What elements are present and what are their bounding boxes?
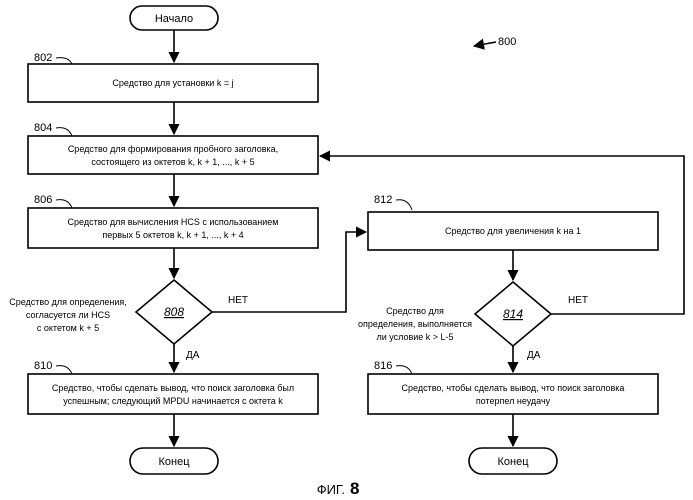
step-812-ref: 812 [374,194,392,206]
step-810: 810 Средство, чтобы сделать вывод, что п… [28,360,318,414]
decision-814-side-line-2: определения, выполняется [358,319,472,329]
decision-808-side-line-1: Средство для определения, [9,297,127,307]
start-terminal-label: Начало [155,13,193,25]
step-806-text-line-1: Средство для вычисления HCS с использова… [68,217,279,227]
step-804-text-line-2: состоящего из октетов k, k + 1, ..., k +… [91,157,254,167]
decision-814-no-label: НЕТ [568,295,588,306]
step-810-ref: 810 [34,360,52,372]
decision-814-ref: 814 [503,307,523,321]
step-802: 802 Средство для установки k = j [28,52,318,102]
step-804-ref: 804 [34,122,52,134]
decision-808-yes-label: ДА [186,350,200,361]
decision-808: 808 Средство для определения, согласуетс… [9,280,248,361]
figure-caption-prefix: ФИГ. [317,482,345,497]
figure-caption: ФИГ. 8 [317,479,360,498]
step-810-box [28,374,318,414]
step-806: 806 Средство для вычисления HCS с исполь… [28,194,318,248]
step-806-leader [56,200,72,208]
decision-808-no-label: НЕТ [228,295,248,306]
start-terminal: Начало [130,6,218,30]
step-802-leader [56,58,72,64]
decision-814-side-line-3: ли условие k > L-5 [376,332,453,342]
end-terminal-left: Конец [130,448,218,474]
step-816-text-line-1: Средство, чтобы сделать вывод, что поиск… [402,383,625,393]
step-804-box [28,136,318,174]
end-terminal-left-label: Конец [158,456,190,468]
figure-ref-arrow [474,42,496,46]
step-810-leader [56,366,72,374]
step-812-text: Средство для увеличения k на 1 [445,226,581,236]
step-806-ref: 806 [34,194,52,206]
step-806-box [28,208,318,248]
end-terminal-right-label: Конец [497,456,529,468]
step-810-text-line-1: Средство, чтобы сделать вывод, что поиск… [52,383,294,393]
decision-808-side-line-3: с октетом k + 5 [37,323,99,333]
decision-814-yes-label: ДА [527,350,541,361]
step-816-ref: 816 [374,360,392,372]
decision-808-ref: 808 [164,305,184,319]
step-804: 804 Средство для формирования пробного з… [28,122,318,174]
decision-808-side-line-2: согласуется ли HCS [26,310,110,320]
step-804-text-line-1: Средство для формирования пробного загол… [68,144,278,154]
step-806-text-line-2: первых 5 октетов k, k + 1, ..., k + 4 [102,230,243,240]
step-816-box [368,374,658,414]
step-812-leader [396,200,412,210]
decision-814-side-line-1: Средство для [386,306,444,316]
decision-814: 814 Средство для определения, выполняетс… [358,282,588,361]
step-812: 812 Средство для увеличения k на 1 [368,194,658,250]
step-804-leader [56,128,72,136]
step-802-text: Средство для установки k = j [112,78,233,88]
step-810-text-line-2: успешным; следующий MPDU начинается с ок… [63,396,283,406]
figure-ref: 800 [474,36,516,48]
figure-ref-label: 800 [498,36,516,48]
figure-caption-number: 8 [350,479,359,498]
step-802-ref: 802 [34,52,52,64]
step-816-leader [396,366,412,374]
end-terminal-right: Конец [469,448,557,474]
step-816-text-line-2: потерпел неудачу [476,396,551,406]
